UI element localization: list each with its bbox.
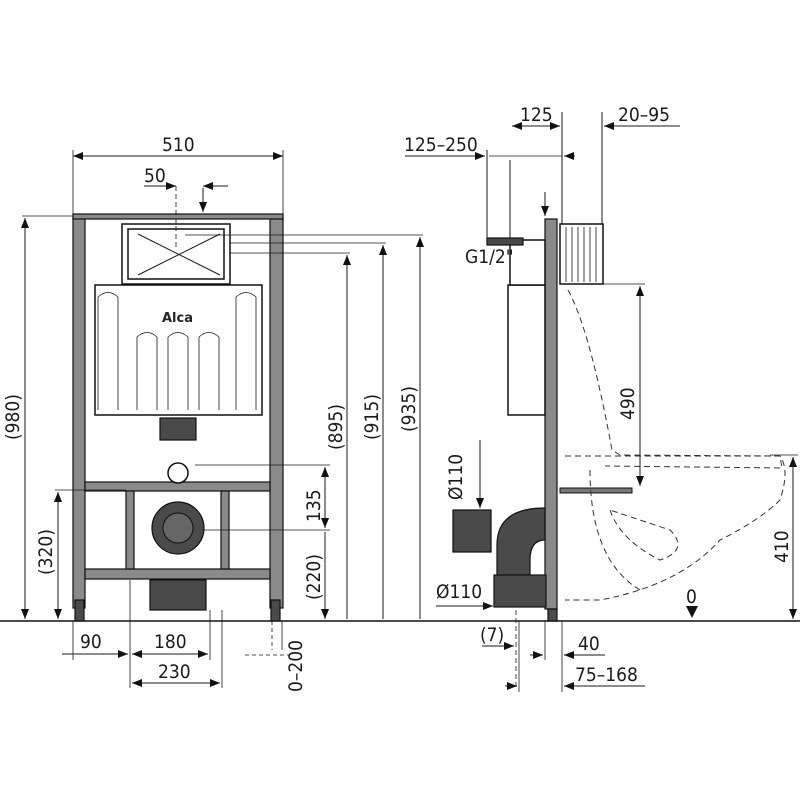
dim-width-510: 510 <box>162 134 195 156</box>
dim-180: 180 <box>154 631 187 653</box>
drain-pipe <box>149 579 207 611</box>
dim-75-168: 75–168 <box>575 664 638 686</box>
cistern <box>94 284 263 416</box>
dim-pipe-110-bottom: Ø110 <box>436 581 482 603</box>
brand-logo: Alca <box>162 311 193 326</box>
dim-125-250: 125–250 <box>404 134 478 156</box>
drain-outlet <box>493 574 547 608</box>
dim-0-200: 0–200 <box>285 640 307 692</box>
thread-label: G1/2" <box>465 246 514 268</box>
drain-connector <box>452 509 492 553</box>
dim-935: (935) <box>398 386 420 432</box>
dim-895: (895) <box>325 404 347 450</box>
frame-left-upright <box>72 215 86 609</box>
flush-outlet <box>167 462 189 484</box>
dim-320: (320) <box>35 529 57 575</box>
dim-90: 90 <box>80 631 102 653</box>
dim-220: (220) <box>303 554 325 600</box>
dim-20-95: 20–95 <box>618 104 670 126</box>
dim-135: 135 <box>303 489 325 522</box>
dim-980: (980) <box>2 394 24 440</box>
dim-490: 490 <box>617 387 639 420</box>
frame-bottom-bar <box>84 568 271 580</box>
toilet-seat-outline <box>567 289 783 469</box>
toilet-bowl-outline <box>565 455 786 601</box>
floor-level-label: 0 <box>686 586 697 608</box>
dim-50: 50 <box>144 165 166 187</box>
dim-7: (7) <box>480 624 504 646</box>
floor-level-marker <box>686 606 698 618</box>
dim-915: (915) <box>361 394 383 440</box>
dim-40: 40 <box>578 633 600 655</box>
dim-pipe-110-top: Ø110 <box>445 454 467 500</box>
side-view: 125 20–95 125–250 G1/2" Ø110 Ø110 490 41… <box>404 104 798 692</box>
dim-230: 230 <box>158 661 191 683</box>
dim-125: 125 <box>520 104 553 126</box>
service-box-side <box>559 223 604 285</box>
front-view: Alca 510 50 (980) (320) (895) (915) (935… <box>2 134 424 692</box>
drain-elbow-side <box>496 507 546 576</box>
cistern-side <box>507 284 546 416</box>
frame-right-upright <box>269 215 284 609</box>
wall-frame-profile <box>544 218 558 610</box>
dim-410: 410 <box>771 530 793 563</box>
